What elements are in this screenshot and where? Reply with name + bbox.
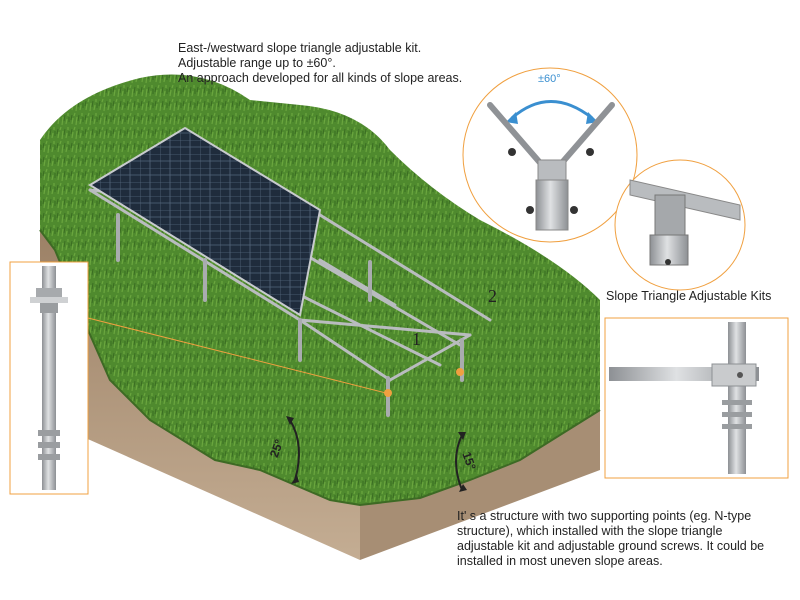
solar-array [87,126,492,417]
top-description-line: Adjustable range up to ±60°. [178,56,336,70]
adjust-range-arrow [511,100,593,120]
kit-mount-detail [614,159,746,291]
top-description: East-/westward slope triangle adjustable… [178,41,462,86]
support-point-2-label: 2 [488,286,497,306]
left-angle-label: 25° [267,437,286,459]
bottom-description-line: installed in most uneven slope areas. [457,554,663,568]
bottom-description-line: It' s a structure with two supporting po… [457,509,752,523]
ground-screw-inset [9,261,89,495]
vertical-pole [728,322,746,474]
soil-left-face [40,230,360,560]
support-point-1-label: 1 [412,329,421,349]
solar-panel-group [88,126,322,317]
right-angle-label: 15° [459,450,478,472]
support-point-marker [384,389,392,397]
kit-caption: Slope Triangle Adjustable Kits [606,289,772,303]
adjustable-kit-detail: ±60° [462,67,638,243]
top-description-line: East-/westward slope triangle adjustable… [178,41,422,55]
adjust-range-label: ±60° [538,73,561,85]
bottom-description-line: structure), which installed with the slo… [457,524,723,538]
support-point-marker [456,368,464,376]
pole-junction-inset [604,317,789,479]
top-description-line: An approach developed for all kinds of s… [178,71,463,85]
left-slope-indicator: 25° [267,416,300,484]
bottom-description: It' s a structure with two supporting po… [457,509,797,569]
bottom-description-line: adjustable kit and adjustable ground scr… [457,539,765,553]
right-slope-indicator: 15° [455,432,479,492]
